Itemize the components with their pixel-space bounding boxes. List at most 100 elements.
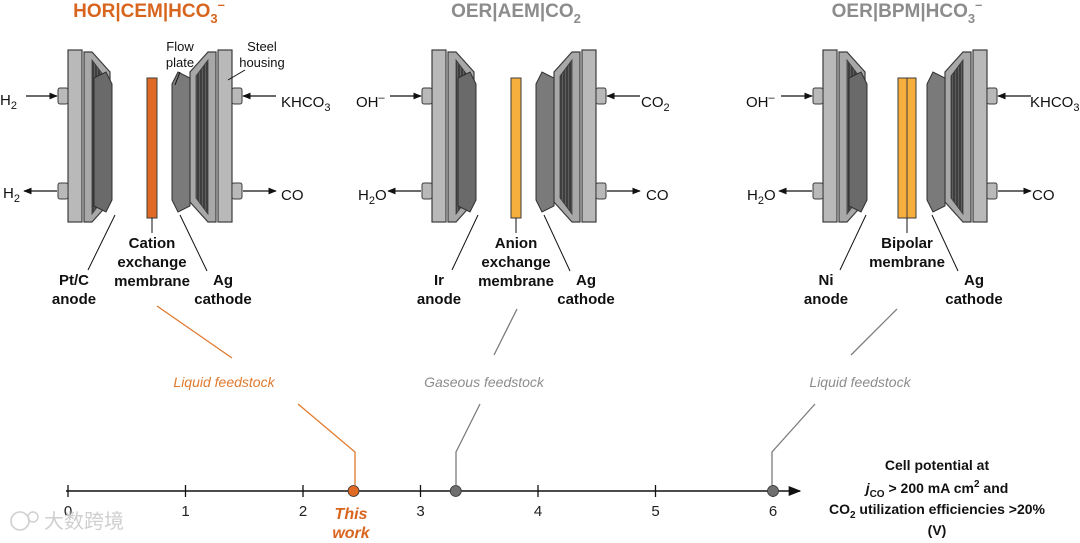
anode-layer — [457, 71, 477, 213]
right-input-top: KHCO3 — [281, 94, 330, 114]
membrane-label: Cation — [129, 235, 176, 252]
anode-housing-plate — [431, 49, 447, 223]
electrolyzer-stack — [387, 49, 641, 223]
right-output-bottom: CO — [646, 187, 669, 204]
connector-hor-cem — [156, 305, 233, 359]
svg-text:CO2 utilization efficiencies >: CO2 utilization efficiencies >20% — [829, 501, 1046, 521]
steel-housing-label: Steel — [247, 39, 277, 54]
cathode-label: Ag — [213, 272, 233, 289]
cathode-label: Ag — [576, 272, 596, 289]
cathode-flow-channels — [950, 58, 964, 216]
steel-housing-leader — [227, 69, 246, 81]
anode-outlet-port — [812, 182, 824, 200]
cathode-leader — [543, 214, 571, 272]
this-work-label: work — [332, 525, 370, 542]
membrane-label: membrane — [869, 254, 945, 271]
axis-tick-label: 5 — [651, 503, 659, 520]
cathode-layer — [171, 71, 191, 213]
cell-title: HOR|CEM|HCO3– — [73, 0, 225, 26]
connector-oer-aem-lower — [455, 403, 481, 485]
potential-marker-oer-bpm — [767, 485, 779, 497]
cathode-layer — [926, 71, 946, 213]
anode-label: Ir — [434, 272, 444, 289]
connector-hor-cem-lower — [297, 403, 356, 485]
axis-tick-label: 0 — [64, 503, 72, 520]
cathode-housing-plate — [217, 49, 233, 223]
cathode-inlet-port — [595, 87, 607, 105]
anode-inlet-port — [421, 87, 433, 105]
anode-outlet-port — [421, 182, 433, 200]
axis-tick-label: 2 — [299, 503, 307, 520]
cell-title: OER|BPM|HCO3– — [832, 0, 983, 26]
cell-hor-cem: HOR|CEM|HCO3– Flow plate Steel housing H… — [0, 0, 330, 390]
connector-oer-bpm-lower — [771, 403, 816, 485]
steel-housing-label: housing — [239, 55, 285, 70]
axis-ticks: 0 1 2 3 4 5 6 — [64, 485, 777, 520]
cathode-inlet-port — [986, 87, 998, 105]
membrane-label: Anion — [495, 235, 538, 252]
membrane-cation-layer — [906, 77, 917, 219]
cathode-leader — [931, 214, 959, 272]
left-output-bottom: H2O — [747, 187, 776, 207]
anode-layer — [848, 71, 868, 213]
cathode-flow-channels — [195, 58, 209, 216]
anode-label: Ni — [819, 272, 834, 289]
cell-oer-bpm: OER|BPM|HCO3– OH– H2O KHCO3 CO Ni anode … — [746, 0, 1079, 390]
anode-label: anode — [52, 291, 96, 308]
cathode-label: cathode — [945, 291, 1003, 308]
axis-tick-label: 3 — [416, 503, 424, 520]
right-output-bottom: CO — [1032, 187, 1055, 204]
cathode-outlet-port — [595, 182, 607, 200]
connector-oer-bpm — [850, 308, 898, 356]
axis-tick-label: 4 — [534, 503, 542, 520]
axis-tick-label: 1 — [181, 503, 189, 520]
membrane-label: Bipolar — [881, 235, 933, 252]
left-output-bottom: H2O — [358, 187, 387, 207]
cathode-flow-channels — [559, 58, 573, 216]
feedstock-label: Liquid feedstock — [173, 374, 275, 390]
svg-text:(V): (V) — [928, 522, 947, 538]
cell-potential-axis: 0 1 2 3 4 5 6 This work Cell potential at jCO … — [64, 457, 1046, 542]
watermark-logo-icon — [27, 511, 39, 523]
anode-leader — [87, 214, 116, 271]
cathode-label: cathode — [557, 291, 615, 308]
cathode-outlet-port — [231, 182, 243, 200]
anode-leader — [839, 214, 867, 271]
membrane — [146, 77, 158, 219]
right-output-bottom: CO — [281, 187, 304, 204]
axis-tick-label: 6 — [769, 503, 777, 520]
membrane-anion-layer — [897, 77, 908, 219]
left-input-top: H2 — [0, 92, 17, 112]
cathode-label: cathode — [194, 291, 252, 308]
cell-oer-aem: OER|AEM|CO2 OH– H2O CO2 CO Ir anode Anio… — [356, 1, 670, 390]
flow-plate-label: Flow — [166, 39, 194, 54]
cathode-housing-plate — [972, 49, 988, 223]
anode-housing-plate — [822, 49, 838, 223]
anode-label: Pt/C — [59, 272, 89, 289]
potential-marker-hor-cem — [347, 485, 360, 497]
membrane-label: membrane — [478, 273, 554, 290]
left-output-bottom: H2 — [3, 185, 20, 205]
cell-title: OER|AEM|CO2 — [451, 1, 581, 26]
electrolyzer-stack — [778, 49, 1032, 223]
left-input-top: OH– — [356, 92, 386, 111]
anode-leader — [451, 214, 479, 271]
flow-plate-leader — [174, 71, 181, 86]
right-input-top: KHCO3 — [1030, 94, 1079, 114]
right-input-top: CO2 — [641, 94, 670, 114]
watermark-text: 大数跨境 — [44, 510, 124, 533]
cathode-label: Ag — [964, 272, 984, 289]
flow-plate-label: plate — [166, 55, 194, 70]
anode-inlet-port — [812, 87, 824, 105]
anode-inlet-port — [57, 87, 69, 105]
axis-markers — [347, 485, 779, 497]
this-work-label: This — [335, 506, 368, 523]
membrane — [510, 77, 522, 219]
watermark: 大数跨境 — [10, 510, 124, 533]
potential-marker-oer-aem — [449, 485, 462, 497]
axis-title: Cell potential at jCO > 200 mA cm2 and C… — [829, 457, 1046, 538]
svg-text:jCO > 200 mA cm2 and: jCO > 200 mA cm2 and — [864, 479, 1009, 500]
membrane-label: exchange — [481, 254, 550, 271]
left-input-top: OH– — [746, 92, 776, 111]
